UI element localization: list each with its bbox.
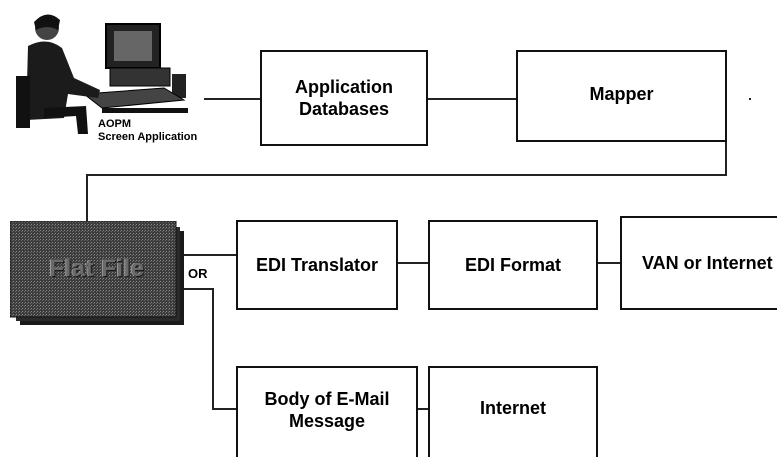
or-label: OR [188, 266, 208, 281]
edi-translator-label: EDI Translator [255, 255, 379, 275]
email-body-line2: Message [288, 410, 366, 431]
connector-format-van [598, 262, 620, 264]
connector-appdb-mapper [428, 98, 516, 100]
connector-or-vertical [212, 288, 214, 410]
workstation-caption: AOPM Screen Application [98, 118, 197, 144]
mapper-label: Mapper [589, 84, 654, 104]
connector-mapper-down [749, 98, 751, 100]
caption-line-screen-application: Screen Application [98, 131, 198, 143]
edi-format-box: EDI Format [428, 220, 598, 310]
van-or-internet-box: VAN or Internet [620, 216, 777, 310]
connector-loop-down-flatfile [86, 174, 88, 222]
mapper-box: Mapper [516, 50, 727, 142]
connector-translator-format [398, 262, 428, 264]
connector-loop-horizontal [86, 174, 727, 176]
person-body-icon [26, 41, 100, 120]
application-databases-line1: Application [295, 77, 393, 97]
connector-mapper-right-down [725, 140, 727, 176]
connector-workstation-appdb [204, 98, 260, 100]
internet-box: Internet [428, 366, 598, 457]
edi-translator-box: EDI Translator [236, 220, 398, 310]
connector-flatfile-translator [184, 254, 236, 256]
internet-label: Internet [479, 397, 546, 418]
caption-line-aopm: AOPM [98, 118, 131, 130]
connector-or-to-email [212, 408, 236, 410]
connector-flatfile-or-horizontal [184, 288, 214, 290]
flat-file-box: Flat File [10, 221, 184, 325]
email-body-box: Body of E-Mail Message [236, 366, 418, 457]
edi-format-label: EDI Format [464, 255, 561, 275]
email-body-line1: Body of E-Mail [264, 388, 390, 409]
application-databases-box: Application Databases [260, 50, 428, 146]
van-or-internet-label: VAN or Internet [642, 253, 773, 273]
flat-file-label: Flat File [49, 255, 145, 282]
connector-email-internet [418, 408, 428, 410]
application-databases-line2: Databases [298, 99, 390, 119]
flat-file-shading [10, 221, 184, 325]
workstation-illustration [16, 14, 188, 134]
